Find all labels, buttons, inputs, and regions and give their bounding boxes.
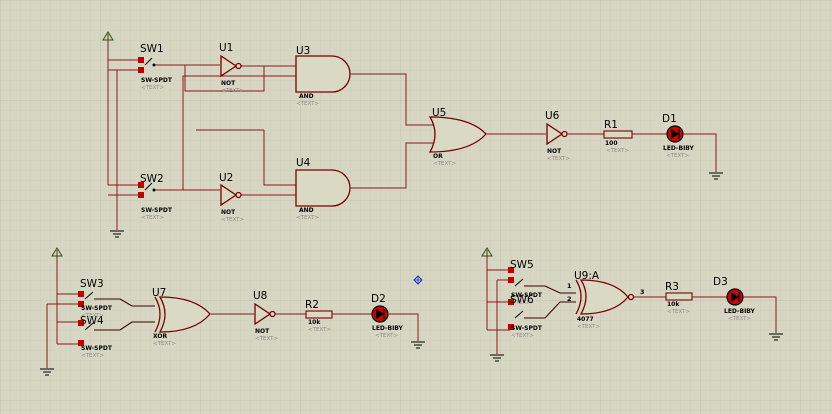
ground-terminal-1[interactable] bbox=[110, 230, 124, 238]
d1-text: <TEXT> bbox=[666, 153, 689, 159]
d1-ref: D1 bbox=[662, 113, 677, 125]
u9-pin1: 1 bbox=[567, 282, 572, 290]
sw1-type: SW-SPDT bbox=[141, 77, 173, 84]
d1-type: LED-BIBY bbox=[663, 145, 695, 152]
and-gate-u3[interactable] bbox=[295, 55, 351, 93]
r3-ref: R3 bbox=[665, 281, 679, 293]
r1-ref: R1 bbox=[604, 119, 618, 131]
u7-type: XOR bbox=[153, 333, 168, 340]
d2-type: LED-BIBY bbox=[372, 325, 404, 332]
switch-sw3[interactable] bbox=[78, 291, 94, 307]
sw3-ref: SW3 bbox=[80, 278, 104, 290]
sw3-type: SW-SPDT bbox=[81, 305, 113, 312]
u9-ref: U9:A bbox=[574, 270, 600, 282]
u9-text: <TEXT> bbox=[577, 324, 600, 330]
resistor-r2[interactable] bbox=[305, 310, 333, 319]
not-gate-u6[interactable] bbox=[546, 122, 568, 146]
switch-sw1[interactable] bbox=[138, 57, 156, 73]
u5-ref: U5 bbox=[432, 107, 446, 119]
u8-ref: U8 bbox=[253, 290, 267, 302]
u7-ref: U7 bbox=[152, 287, 166, 299]
u2-text: <TEXT> bbox=[221, 217, 244, 223]
ground-terminal-5[interactable] bbox=[490, 354, 504, 362]
sw2-text: <TEXT> bbox=[141, 215, 164, 221]
ground-terminal-2[interactable] bbox=[709, 172, 723, 180]
power-terminal-1[interactable] bbox=[102, 31, 114, 185]
r3-text: <TEXT> bbox=[667, 309, 690, 315]
switch-sw2[interactable] bbox=[138, 182, 156, 198]
power-terminal-2[interactable] bbox=[51, 247, 63, 344]
u8-type: NOT bbox=[255, 328, 270, 335]
u7-text: <TEXT> bbox=[153, 341, 176, 347]
r3-value: 10k bbox=[667, 301, 680, 308]
sw6-text: <TEXT> bbox=[511, 333, 534, 339]
u2-ref: U2 bbox=[219, 172, 233, 184]
u6-type: NOT bbox=[547, 148, 562, 155]
d2-ref: D2 bbox=[371, 293, 386, 305]
u8-text: <TEXT> bbox=[255, 336, 278, 342]
r2-text: <TEXT> bbox=[308, 327, 331, 333]
u3-ref: U3 bbox=[296, 45, 310, 57]
u9-pin2: 2 bbox=[567, 295, 572, 303]
d3-ref: D3 bbox=[713, 276, 728, 288]
sw4-type: SW-SPDT bbox=[81, 345, 113, 352]
r1-text: <TEXT> bbox=[606, 148, 629, 154]
sw2-type: SW-SPDT bbox=[141, 207, 173, 214]
or-gate-u5[interactable] bbox=[428, 116, 487, 153]
xor-gate-u7[interactable] bbox=[154, 296, 211, 333]
led-d2[interactable] bbox=[371, 305, 389, 323]
switch-sw5[interactable] bbox=[508, 267, 524, 287]
u4-type: AND bbox=[299, 207, 314, 214]
switch-sw4[interactable] bbox=[78, 320, 94, 346]
not-gate-u1[interactable] bbox=[220, 54, 242, 78]
not-gate-u2[interactable] bbox=[220, 183, 242, 207]
d3-type: LED-BIBY bbox=[724, 308, 756, 315]
resistor-r1[interactable] bbox=[603, 130, 633, 139]
sw6-type: SW-SPDT bbox=[511, 325, 543, 332]
u6-ref: U6 bbox=[545, 110, 560, 122]
u2-type: NOT bbox=[221, 209, 236, 216]
u6-text: <TEXT> bbox=[547, 156, 570, 162]
sw1-ref: SW1 bbox=[140, 43, 164, 55]
led-d3[interactable] bbox=[726, 288, 744, 306]
ground-terminal-4[interactable] bbox=[411, 341, 425, 349]
d2-text: <TEXT> bbox=[375, 333, 398, 339]
u3-text: <TEXT> bbox=[296, 101, 319, 107]
cursor-marker bbox=[413, 275, 423, 285]
sw4-ref: SW4 bbox=[80, 315, 104, 327]
u5-text: <TEXT> bbox=[433, 161, 456, 167]
r2-ref: R2 bbox=[305, 299, 319, 311]
sw5-text: <TEXT> bbox=[511, 300, 534, 306]
xnor-gate-u9[interactable] bbox=[575, 279, 635, 315]
and-gate-u4[interactable] bbox=[295, 169, 351, 207]
u3-type: AND bbox=[299, 93, 314, 100]
sw1-text: <TEXT> bbox=[141, 85, 164, 91]
switch-sw6[interactable] bbox=[508, 299, 524, 330]
u1-ref: U1 bbox=[219, 42, 233, 54]
sw5-type: SW-SPDT bbox=[511, 292, 543, 299]
d3-text: <TEXT> bbox=[728, 316, 751, 322]
ground-terminal-3[interactable] bbox=[40, 368, 54, 376]
sw4-text: <TEXT> bbox=[81, 353, 104, 359]
led-d1[interactable] bbox=[666, 125, 684, 143]
sw6-ref: SW6 bbox=[510, 294, 534, 306]
r2-value: 10k bbox=[308, 319, 321, 326]
u5-type: OR bbox=[433, 153, 443, 160]
u9-type: 4077 bbox=[577, 316, 594, 323]
sw2-ref: SW2 bbox=[140, 173, 164, 185]
sw3-text: <TEXT> bbox=[81, 313, 104, 319]
sw5-ref: SW5 bbox=[510, 259, 534, 271]
u4-ref: U4 bbox=[296, 157, 311, 169]
u4-text: <TEXT> bbox=[296, 215, 319, 221]
u9-pin3: 3 bbox=[640, 288, 645, 296]
power-terminal-3[interactable] bbox=[481, 247, 493, 330]
ground-terminal-6[interactable] bbox=[769, 333, 783, 341]
resistor-r3[interactable] bbox=[665, 292, 693, 301]
r1-value: 100 bbox=[605, 140, 618, 147]
u1-type: NOT bbox=[221, 80, 236, 87]
u1-text: <TEXT> bbox=[221, 88, 244, 94]
